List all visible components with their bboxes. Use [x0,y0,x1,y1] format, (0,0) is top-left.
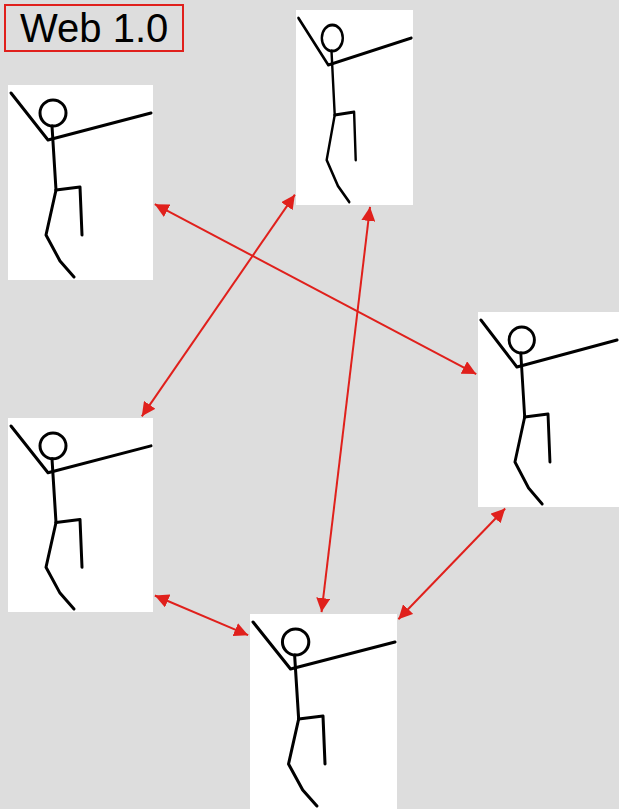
figure-leg [299,716,325,764]
figure-arms [298,18,411,65]
figure-head [322,25,343,51]
figure-arms [11,93,151,140]
figure-leg [335,112,356,160]
figure-head [509,327,534,353]
figure-body [295,655,299,719]
figure-arms [481,320,617,367]
figure-box [478,312,619,507]
figure-head [282,629,308,655]
figure-leg [327,115,350,202]
stick-figure [296,10,413,205]
figure-leg [46,190,74,277]
stick-figure [478,312,619,507]
figure-body [52,126,56,190]
figure-leg [515,417,542,504]
arrow-connector [398,508,505,619]
figure-leg [56,187,82,235]
arrow-connector [322,207,370,612]
arrow-connector [155,595,248,635]
stick-figure [8,418,153,612]
figure-head [40,433,66,459]
figure-body [52,459,56,523]
arrow-connector [142,195,295,417]
figure-box [296,10,413,205]
title-text: Web 1.0 [20,6,168,50]
figure-arms [11,426,151,473]
figure-leg [289,719,317,806]
figure-arms [253,622,395,669]
figure-box [8,85,153,280]
figure-leg [46,522,74,609]
stick-figure [250,614,397,809]
figure-body [332,51,335,115]
title-box: Web 1.0 [4,4,184,52]
figure-box [8,418,153,612]
figure-box [250,614,397,809]
figure-body [521,353,525,417]
figure-head [40,100,66,126]
figure-leg [525,414,550,462]
arrow-connector [155,204,476,374]
stick-figure [8,85,153,280]
figure-leg [56,519,82,567]
